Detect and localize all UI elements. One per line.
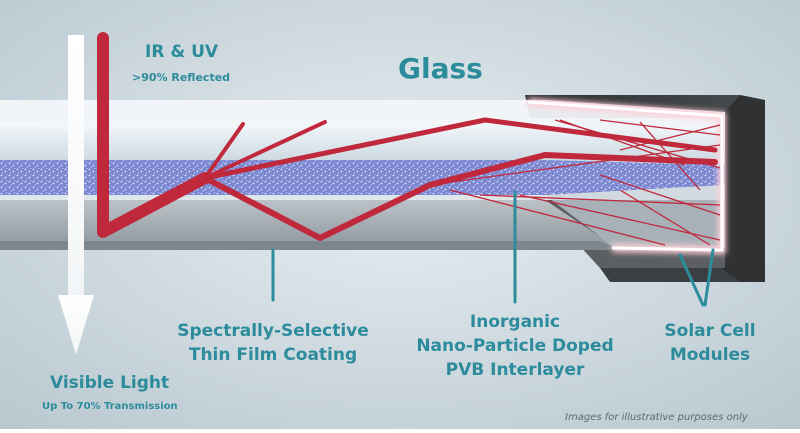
coating-label-line1: Spectrally-Selective (177, 321, 369, 341)
solar-cell-glow (527, 98, 726, 255)
ir-uv-rays (97, 32, 718, 241)
ir-uv-title: IR & UV (145, 42, 219, 62)
coating-label: Spectrally-Selective Thin Film Coating (158, 319, 388, 367)
glass-label: Glass (398, 52, 483, 85)
solar-cell-label-line2: Modules (669, 345, 751, 365)
visible-light-title: Visible Light (50, 373, 170, 393)
solar-cell-label-line1: Solar Cell (664, 321, 756, 341)
coating-label-line2: Thin Film Coating (188, 345, 358, 365)
callout-lines (271, 190, 715, 307)
interlayer-label-line1: Inorganic (469, 312, 561, 332)
interlayer-label-line2: Nano-Particle Doped (416, 336, 614, 356)
disclaimer: Images for illustrative purposes only (565, 412, 748, 423)
ir-uv-subtitle: >90% Reflected (132, 71, 231, 84)
interlayer-label-line3: PVB Interlayer (445, 360, 585, 380)
thin-rays (429, 119, 721, 246)
interlayer-label: Inorganic Nano-Particle Doped PVB Interl… (400, 310, 630, 382)
visible-light-subtitle: Up To 70% Transmission (42, 401, 178, 412)
solar-cell-label: Solar Cell Modules (650, 319, 770, 367)
visible-light-arrow (58, 35, 94, 355)
